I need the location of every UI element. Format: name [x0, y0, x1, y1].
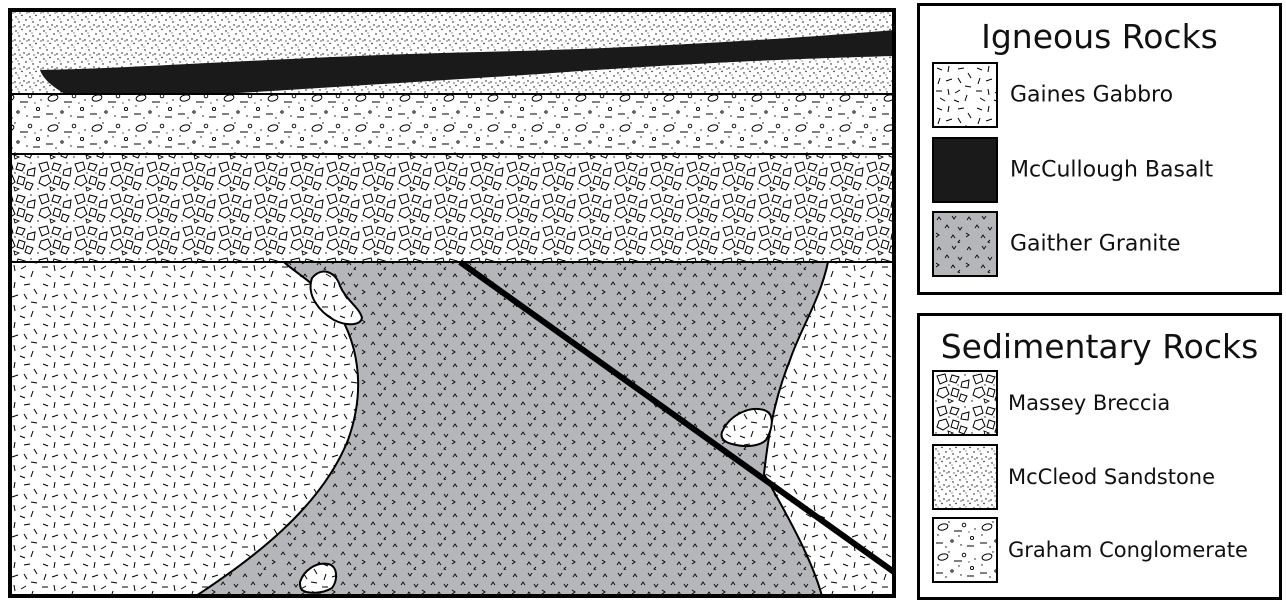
gabbro-swatch: [932, 62, 998, 128]
legend-item-gaither-granite: Gaither Granite: [932, 211, 1275, 277]
legend-item-gaines-gabbro: Gaines Gabbro: [932, 62, 1275, 128]
legend-label: Gaines Gabbro: [1010, 83, 1173, 108]
legend-item-mccleod-sandstone: McCleod Sandstone: [932, 444, 1275, 510]
granite-swatch: [932, 211, 998, 277]
legend-label: McCullough Basalt: [1010, 158, 1213, 183]
sandstone-swatch: [932, 444, 998, 510]
breccia-layer: [10, 154, 894, 262]
legend-title-igneous: Igneous Rocks: [920, 20, 1279, 53]
conglomerate-layer: [10, 94, 894, 154]
basalt-swatch: [932, 137, 998, 203]
legend-item-graham-conglomerate: Graham Conglomerate: [932, 517, 1275, 583]
legend-igneous: Igneous Rocks Gaines Gabbro McCullough B…: [917, 3, 1282, 295]
legend-label: Massey Breccia: [1008, 391, 1170, 415]
legend-label: Graham Conglomerate: [1008, 538, 1248, 562]
conglomerate-swatch: [932, 517, 998, 583]
legend-item-massey-breccia: Massey Breccia: [932, 370, 1275, 436]
legend-item-mccullough-basalt: McCullough Basalt: [932, 137, 1275, 203]
legend-title-sedimentary: Sedimentary Rocks: [920, 330, 1279, 363]
breccia-swatch: [932, 370, 998, 436]
legend-label: McCleod Sandstone: [1008, 465, 1215, 489]
legend-sedimentary: Sedimentary Rocks Massey Breccia McCleod…: [917, 313, 1282, 600]
legend-label: Gaither Granite: [1010, 232, 1181, 257]
geologic-cross-section: [0, 0, 912, 604]
